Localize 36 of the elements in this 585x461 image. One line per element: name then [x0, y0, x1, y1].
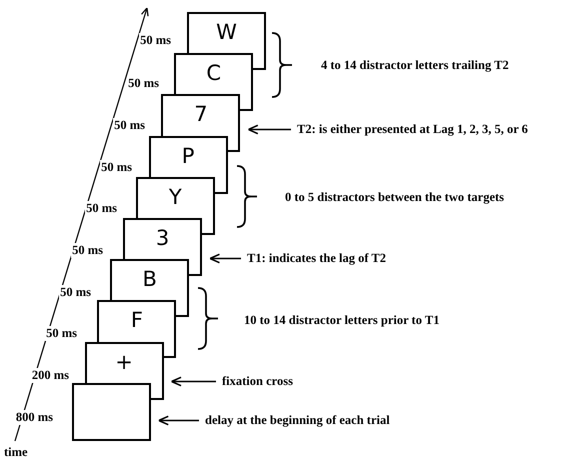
arrow	[158, 416, 199, 426]
annotation-text: T2: is either presented at Lag 1, 2, 3, 5, or 6	[297, 122, 528, 137]
stimulus-frame	[187, 12, 266, 54]
duration-label: 50 ms	[85, 201, 118, 216]
stimulus-frame	[161, 94, 240, 136]
stimulus-character: +	[114, 350, 134, 374]
empty-frame	[72, 382, 151, 441]
annotation-text: 0 to 5 distractors between the two targets	[284, 190, 506, 205]
stimulus-character: W	[215, 20, 238, 44]
annotation-text: fixation cross	[222, 374, 293, 389]
stimulus-frame	[136, 176, 215, 218]
stimulus-character: P	[180, 144, 196, 168]
stimulus-character: C	[205, 61, 222, 86]
stimulus-frame	[97, 300, 176, 342]
duration-label: 50 ms	[45, 326, 78, 341]
stimulus-frame	[148, 136, 228, 177]
annotation-text: T1: indicates the lag of T2	[247, 251, 386, 266]
stimulus-character: 3	[154, 226, 170, 250]
stimulus-frame	[110, 259, 190, 300]
annotation-text: delay at the beginning of each trial	[205, 413, 390, 428]
stimulus-character: B	[141, 267, 158, 292]
duration-label: 50 ms	[59, 285, 92, 300]
stimulus-character: 7	[193, 102, 209, 126]
arrow	[248, 124, 291, 134]
duration-label: 200 ms	[30, 368, 70, 383]
annotation-text: 10 to 14 distractor letters prior to T1	[243, 313, 440, 328]
stimulus-frame	[123, 218, 202, 260]
arrow	[209, 254, 241, 264]
stimulus-frame	[84, 342, 164, 383]
stimulus-character: F	[130, 308, 144, 332]
duration-label: 50 ms	[71, 243, 104, 258]
annotation-text: 4 to 14 distractor letters trailing T2	[320, 58, 510, 73]
duration-label: 800 ms	[14, 410, 54, 425]
stimulus-frame	[174, 53, 254, 94]
stimulus-character: Y	[168, 184, 183, 209]
arrow	[170, 376, 216, 386]
